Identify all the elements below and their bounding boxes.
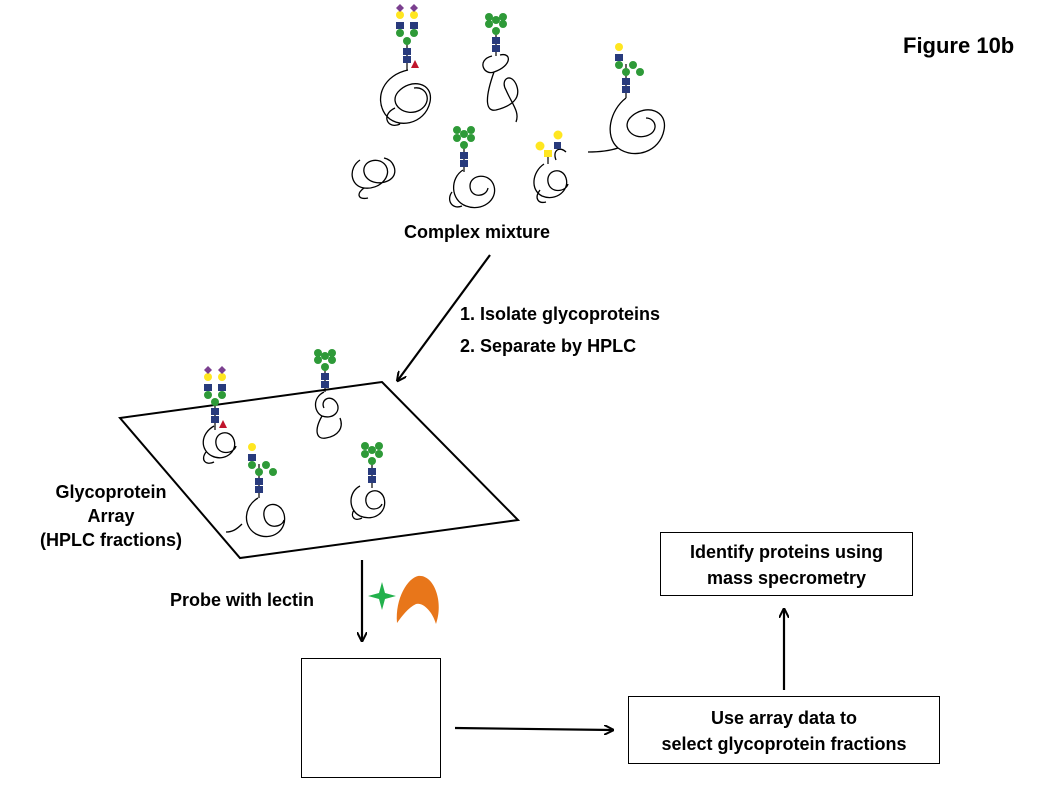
probe-label: Probe with lectin [170, 590, 315, 610]
arrow-to-select [454, 728, 612, 730]
protein-coil [202, 391, 386, 538]
identify-proteins-box: Identify proteins using mass specrometry [660, 532, 913, 596]
glycan-high-mannose [314, 349, 336, 392]
step-2-label: 2. Separate by HPLC [460, 336, 637, 356]
figure-label: Figure 10b [903, 33, 1015, 58]
result-array-box [301, 658, 441, 778]
array-label-line-1: Glycoprotein [55, 482, 167, 502]
glycan-o-linked [535, 130, 563, 164]
step-1-label: 1. Isolate glycoproteins [460, 304, 661, 324]
glycan-chains [396, 4, 644, 172]
array-label-line-2: Array [87, 506, 135, 526]
protein-coil [351, 53, 665, 209]
glycan-chains [204, 349, 383, 498]
arrow-isolate [398, 254, 491, 380]
lectin-icon [368, 575, 439, 624]
glycan-high-mannose [485, 13, 507, 56]
select-line-1: Use array data to [710, 708, 858, 728]
array-plate [118, 380, 521, 560]
identify-line-2: mass specrometry [706, 568, 867, 588]
glycan-sialylated [396, 4, 419, 70]
glycan-hybrid [248, 443, 277, 498]
select-fractions-box: Use array data to select glycoprotein fr… [628, 696, 940, 764]
glycan-hybrid [615, 43, 644, 98]
mixture-label: Complex mixture [404, 222, 551, 242]
identify-line-1: Identify proteins using [689, 542, 883, 562]
array-label-line-3: (HPLC fractions) [39, 530, 182, 550]
glycan-high-mannose [453, 126, 475, 172]
select-line-2: select glycoprotein fractions [661, 734, 907, 754]
glycan-sialylated [204, 366, 227, 430]
glycan-high-mannose [361, 442, 383, 488]
